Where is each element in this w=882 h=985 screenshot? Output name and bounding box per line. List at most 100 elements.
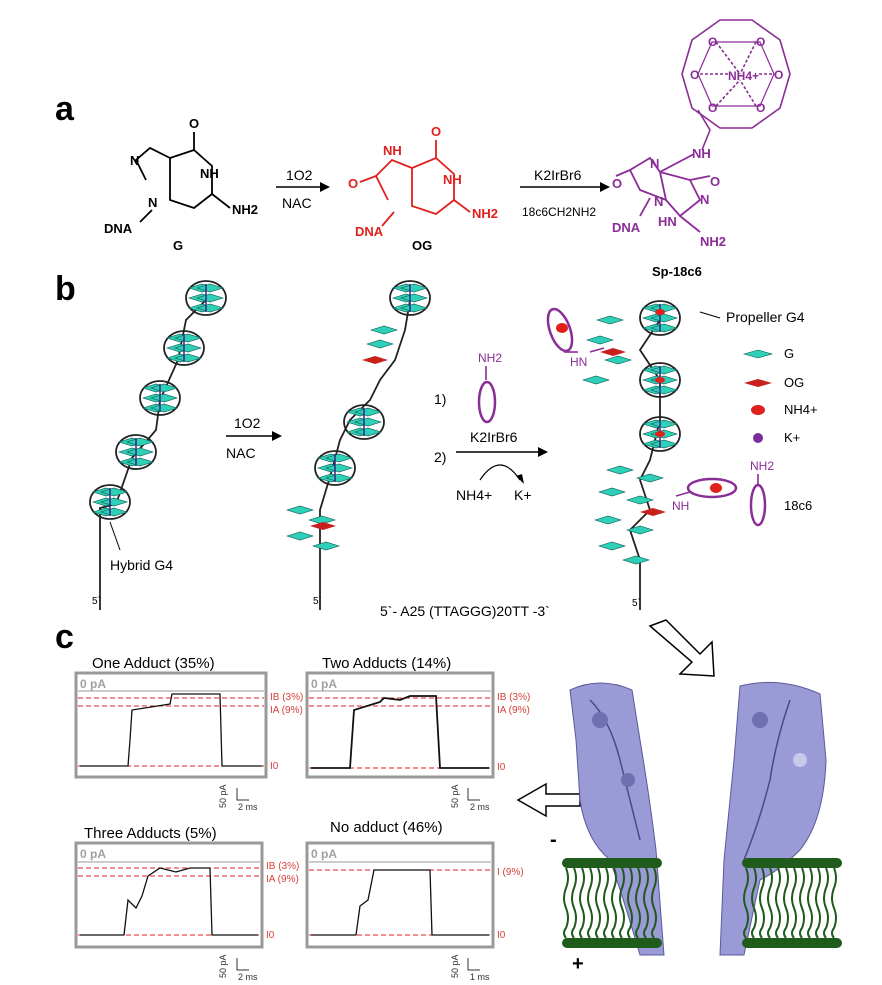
sp-n-right: N xyxy=(700,192,709,207)
lipid-tail xyxy=(799,867,805,939)
og-nh7: NH xyxy=(383,143,402,158)
sequence-label: 5`- A25 (TTAGGG)20TT -3` xyxy=(380,603,550,619)
lipid-tail xyxy=(791,867,797,939)
scale-ms-four: 1 ms xyxy=(470,972,490,982)
hybrid-g4-structure xyxy=(90,281,226,610)
guanine-nh2: NH2 xyxy=(232,202,258,217)
scale-ms-two: 2 ms xyxy=(470,802,490,812)
b-step-top: 1O2 xyxy=(234,415,261,431)
b-reagent-crown xyxy=(477,380,497,424)
trace-title-one: One Adduct (35%) xyxy=(92,655,215,672)
trace-title-four: No adduct (46%) xyxy=(330,819,443,836)
lipid-tail xyxy=(619,867,625,939)
trace-title-three: Three Adducts (5%) xyxy=(84,825,217,842)
crown-ether xyxy=(681,19,791,151)
trace-four-i: I (9%) xyxy=(497,867,524,878)
crown-o4: O xyxy=(774,68,783,82)
reaction-arrow-b1 xyxy=(226,431,282,441)
scale-pa-four: 50 pA xyxy=(450,954,460,978)
scale-bars xyxy=(236,788,480,971)
sp-nh2: NH2 xyxy=(700,234,726,249)
scale-ms-three: 2 ms xyxy=(238,972,258,982)
hybrid-5prime: 5` xyxy=(92,595,101,607)
trace-panel-three: Three Adducts (5%) 0 pA xyxy=(74,825,264,949)
trace-three-ia: IA (9%) xyxy=(266,874,299,885)
guanine-dna: DNA xyxy=(104,221,133,236)
sp-label: Sp-18c6 xyxy=(652,264,702,279)
crown-o6: O xyxy=(756,101,765,115)
crown-o5: O xyxy=(708,101,717,115)
sp-hn: HN xyxy=(658,214,677,229)
og-label: OG xyxy=(412,238,432,253)
spiro-structure xyxy=(615,153,711,233)
trace-one-ib: IB (3%) xyxy=(270,692,303,703)
legend-og: OG xyxy=(784,375,804,390)
crown-o1: O xyxy=(708,35,717,49)
scale-pa-three: 50 pA xyxy=(218,954,228,978)
guanine-carbonyl-o: O xyxy=(189,116,199,131)
lipid-tail xyxy=(807,867,813,939)
og-nh2: NH2 xyxy=(472,206,498,221)
panel-label-a: a xyxy=(55,90,75,128)
og-nh1: NH xyxy=(443,172,462,187)
step1-reagent-top: 1O2 xyxy=(286,167,313,183)
lipid-tail xyxy=(823,867,829,939)
guanine-n9: N xyxy=(148,195,157,210)
guanine-nh: NH xyxy=(200,166,219,181)
trace-arrow xyxy=(516,782,581,818)
trace-two-ib: IB (3%) xyxy=(497,692,530,703)
step2-reagent-bottom: 18c6CH2NH2 xyxy=(522,205,596,219)
trace-one-i0: I0 xyxy=(270,761,279,772)
b-step-bottom: NAC xyxy=(226,445,256,461)
panel-label-b: b xyxy=(55,270,76,308)
scale-pa-one: 50 pA xyxy=(218,784,228,808)
sp-o-right: O xyxy=(710,174,720,189)
adduct-bottom-nh: NH xyxy=(672,499,689,513)
lipid-tail xyxy=(831,867,837,939)
lipid-tail xyxy=(651,867,657,939)
ammonium-label: NH4+ xyxy=(728,69,759,83)
propeller-pointer xyxy=(699,311,721,319)
lipid-tail xyxy=(815,867,821,939)
trace-three-ib: IB (3%) xyxy=(266,861,299,872)
trace-title-two: Two Adducts (14%) xyxy=(322,655,451,672)
b-step1-num: 1) xyxy=(434,391,446,407)
pore-arrow xyxy=(648,619,715,677)
lipid-tail xyxy=(611,867,617,939)
og-c8-o: O xyxy=(348,176,358,191)
b-reagent-nh2: NH2 xyxy=(478,351,502,365)
step2-reagent-top: K2IrBr6 xyxy=(534,167,582,183)
propeller-g4-structure xyxy=(582,301,680,610)
trace-panel-four: No adduct (46%) 0 pA xyxy=(305,819,495,949)
lipid-tails xyxy=(563,867,837,939)
oxoguanine-structure xyxy=(359,140,471,227)
lipid-membrane xyxy=(562,858,842,948)
propeller-g4-label: Propeller G4 xyxy=(726,309,805,325)
adduct-bottom xyxy=(675,477,738,499)
trace-four-i0: I0 xyxy=(497,930,506,941)
lipid-tail xyxy=(579,867,585,939)
scale-pa-two: 50 pA xyxy=(450,784,460,808)
lipid-tail xyxy=(783,867,789,939)
lipid-tail xyxy=(627,867,633,939)
b-exchange-in: NH4+ xyxy=(456,487,492,503)
oxidized-g4-structure xyxy=(286,281,430,610)
lipid-tail xyxy=(595,867,601,939)
oxidized-5prime: 5` xyxy=(313,595,322,607)
lipid-tail xyxy=(635,867,641,939)
panel-label-c: c xyxy=(55,618,74,656)
crown-o3: O xyxy=(690,68,699,82)
lipid-tail xyxy=(603,867,609,939)
guanine-structure xyxy=(134,132,231,223)
lipid-tail xyxy=(571,867,577,939)
legend-18c6-nh2: NH2 xyxy=(750,459,774,473)
propeller-5prime: 5` xyxy=(632,597,641,609)
membrane-minus: - xyxy=(550,829,557,851)
reaction-arrow-1 xyxy=(276,182,330,192)
trace-one-ia: IA (9%) xyxy=(270,705,303,716)
sp-o-left: O xyxy=(612,176,622,191)
reaction-arrow-b2 xyxy=(456,447,548,484)
sp-dna: DNA xyxy=(612,220,641,235)
trace-panel-one: One Adduct (35%) 0 pA xyxy=(74,655,268,779)
